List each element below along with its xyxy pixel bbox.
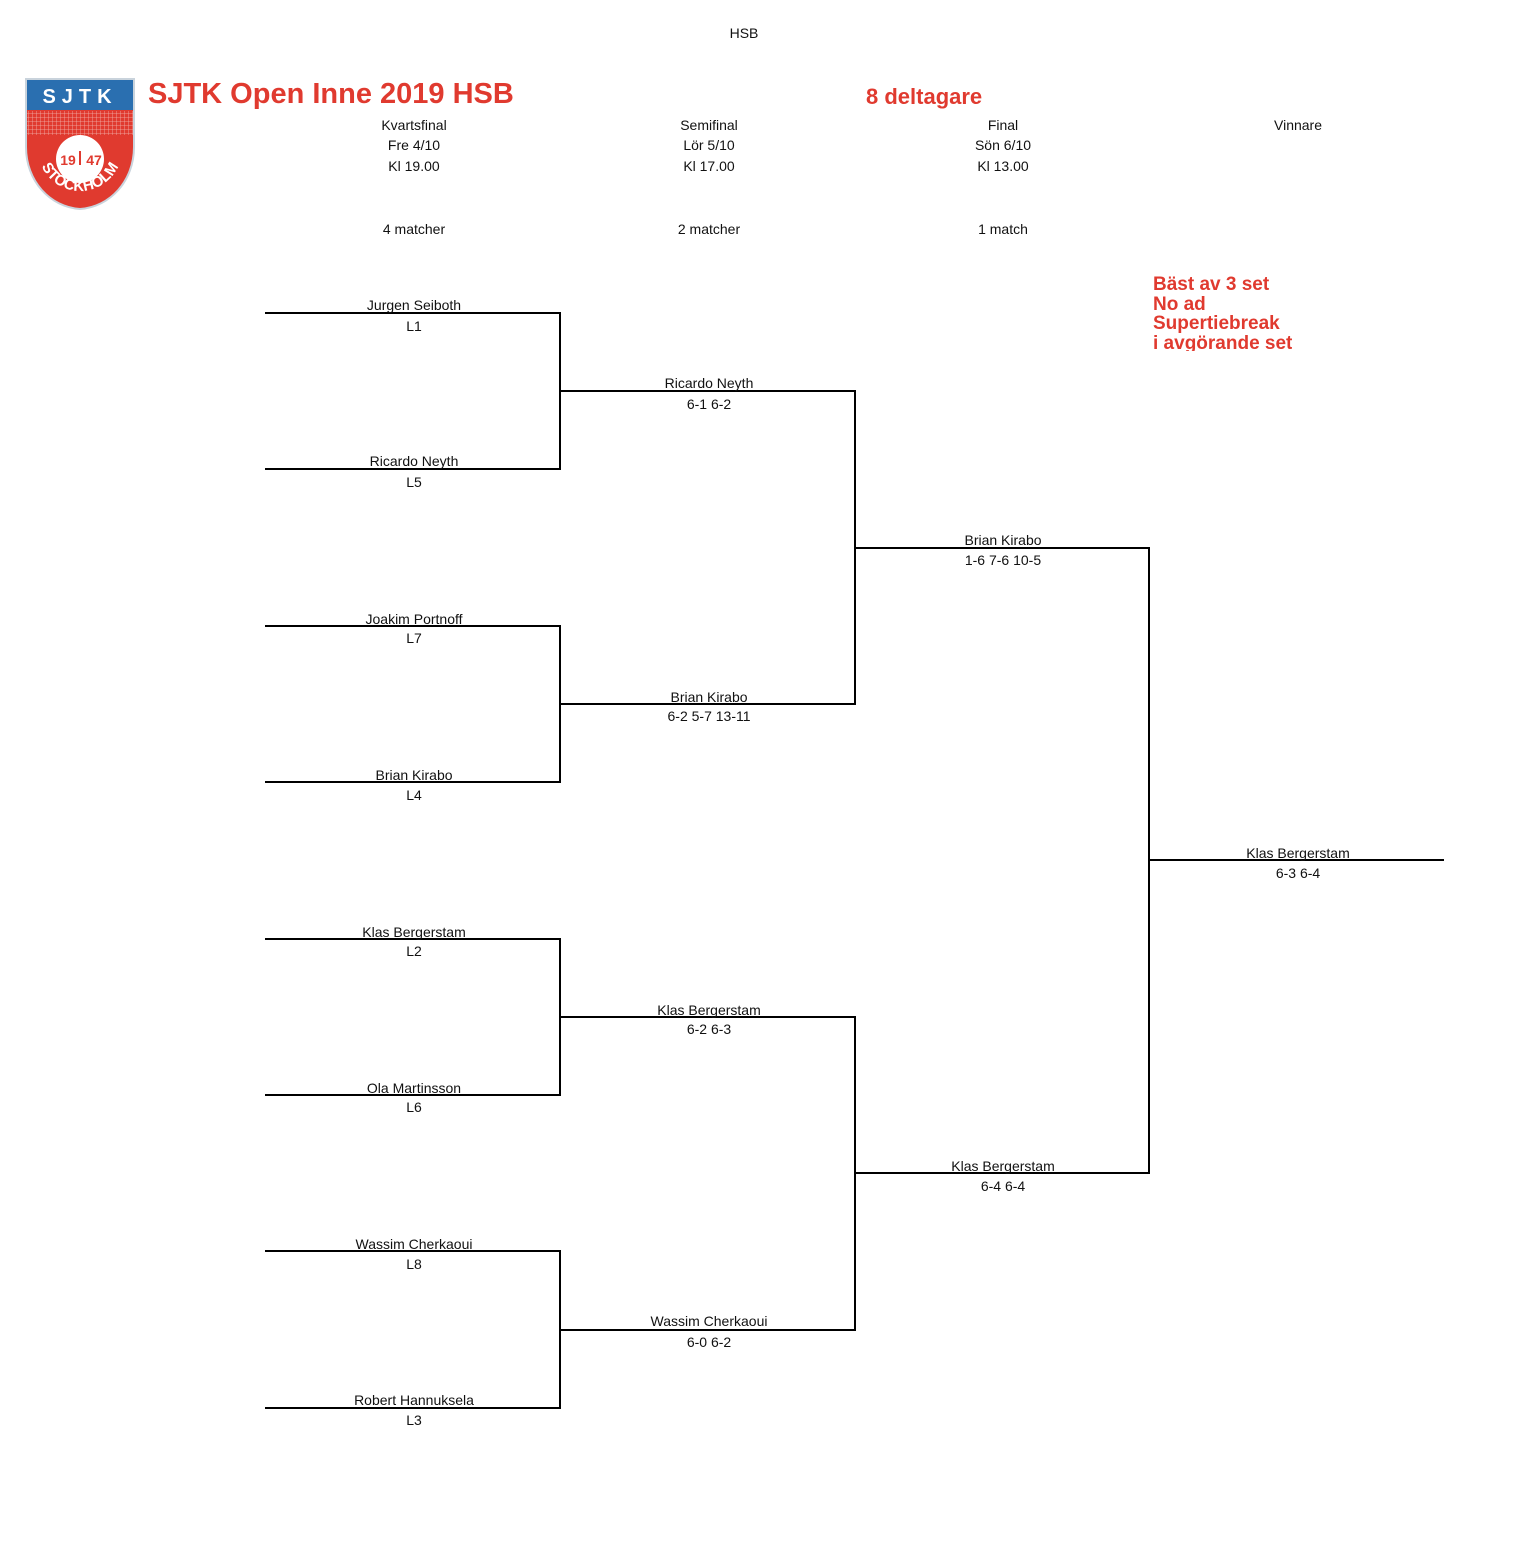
qf-player: Joakim Portnoff	[365, 611, 463, 627]
qf-seed: L2	[406, 943, 422, 959]
match-count-semifinal: 2 matcher	[677, 221, 741, 237]
round-time: Kl 17.00	[683, 158, 735, 174]
final-score: 1-6 7-6 10-5	[964, 552, 1042, 568]
round-time: Kl 13.00	[977, 158, 1029, 174]
tournament-title: SJTK Open Inne 2019 HSB	[148, 78, 514, 110]
sf-score: 6-2 6-3	[686, 1021, 732, 1037]
rule-line: i avgörande set	[1153, 332, 1293, 351]
qf-seed: L8	[406, 1256, 422, 1272]
round-name: Semifinal	[680, 117, 738, 133]
page-header-label: HSB	[729, 25, 759, 41]
qf-player: Wassim Cherkaoui	[355, 1236, 473, 1252]
round-time: Kl 19.00	[388, 158, 440, 174]
round-day: Lör 5/10	[683, 137, 735, 153]
sf-bracket-1	[560, 390, 856, 705]
qf-player: Brian Kirabo	[375, 767, 453, 783]
logo-top-text: SJTK	[42, 86, 117, 108]
round-header-semifinal: Semifinal Lör 5/10 Kl 17.00	[680, 117, 738, 174]
round-header-quarterfinal: Kvartsfinal Fre 4/10 Kl 19.00	[381, 117, 446, 174]
sf-score: 6-2 5-7 13-11	[667, 708, 751, 724]
winner-score: 6-3 6-4	[1275, 865, 1321, 881]
qf-seed: L4	[406, 787, 422, 803]
rule-line: No ad	[1153, 293, 1206, 315]
qf-seed: L5	[406, 474, 422, 490]
winner-player: Klas Bergerstam	[1246, 845, 1350, 861]
final-player: Brian Kirabo	[964, 532, 1042, 548]
round-header-final: Final Sön 6/10 Kl 13.00	[975, 117, 1031, 174]
participant-count: 8 deltagare	[866, 84, 983, 109]
svg-text:47: 47	[86, 152, 102, 168]
rule-line: Supertiebreak	[1153, 313, 1280, 334]
final-score: 6-4 6-4	[980, 1178, 1026, 1194]
qf-player: Klas Bergerstam	[362, 924, 466, 940]
qf-bracket-1	[265, 312, 561, 470]
round-name: Vinnare	[1273, 117, 1323, 133]
round-day: Fre 4/10	[387, 137, 441, 153]
qf-seed: L3	[406, 1412, 422, 1428]
qf-player: Ricardo Neyth	[369, 453, 459, 469]
final-bracket	[855, 547, 1150, 1174]
sf-bracket-2	[560, 1016, 856, 1331]
qf-player: Robert Hannuksela	[354, 1392, 474, 1408]
qf-seed: L7	[406, 630, 422, 646]
sf-player: Wassim Cherkaoui	[650, 1313, 768, 1329]
qf-bracket-4	[265, 1250, 561, 1409]
sf-player: Brian Kirabo	[670, 689, 748, 705]
final-player: Klas Bergerstam	[951, 1158, 1055, 1174]
sf-score: 6-1 6-2	[686, 396, 732, 412]
svg-text:19: 19	[60, 152, 76, 168]
qf-seed: L1	[406, 318, 422, 334]
qf-bracket-3	[265, 938, 561, 1096]
round-name: Kvartsfinal	[381, 117, 447, 133]
round-header-winner: Vinnare	[1274, 117, 1322, 133]
sf-player: Klas Bergerstam	[657, 1002, 761, 1018]
club-logo: SJTK 19 47 STOCKHOLM	[24, 77, 136, 211]
round-name: Final	[987, 117, 1019, 133]
sf-player: Ricardo Neyth	[664, 375, 754, 391]
match-count-final: 1 match	[978, 221, 1028, 237]
qf-bracket-2	[265, 625, 561, 783]
rule-line: Bäst av 3 set	[1153, 275, 1270, 295]
qf-player: Ola Martinsson	[366, 1080, 462, 1096]
match-rules: Bäst av 3 set No ad Supertiebreak i avgö…	[1153, 275, 1292, 351]
match-count-quarterfinal: 4 matcher	[382, 221, 446, 237]
qf-player: Jurgen Seiboth	[366, 297, 462, 313]
qf-seed: L6	[406, 1099, 422, 1115]
sf-score: 6-0 6-2	[686, 1334, 732, 1350]
round-day: Sön 6/10	[974, 137, 1032, 153]
